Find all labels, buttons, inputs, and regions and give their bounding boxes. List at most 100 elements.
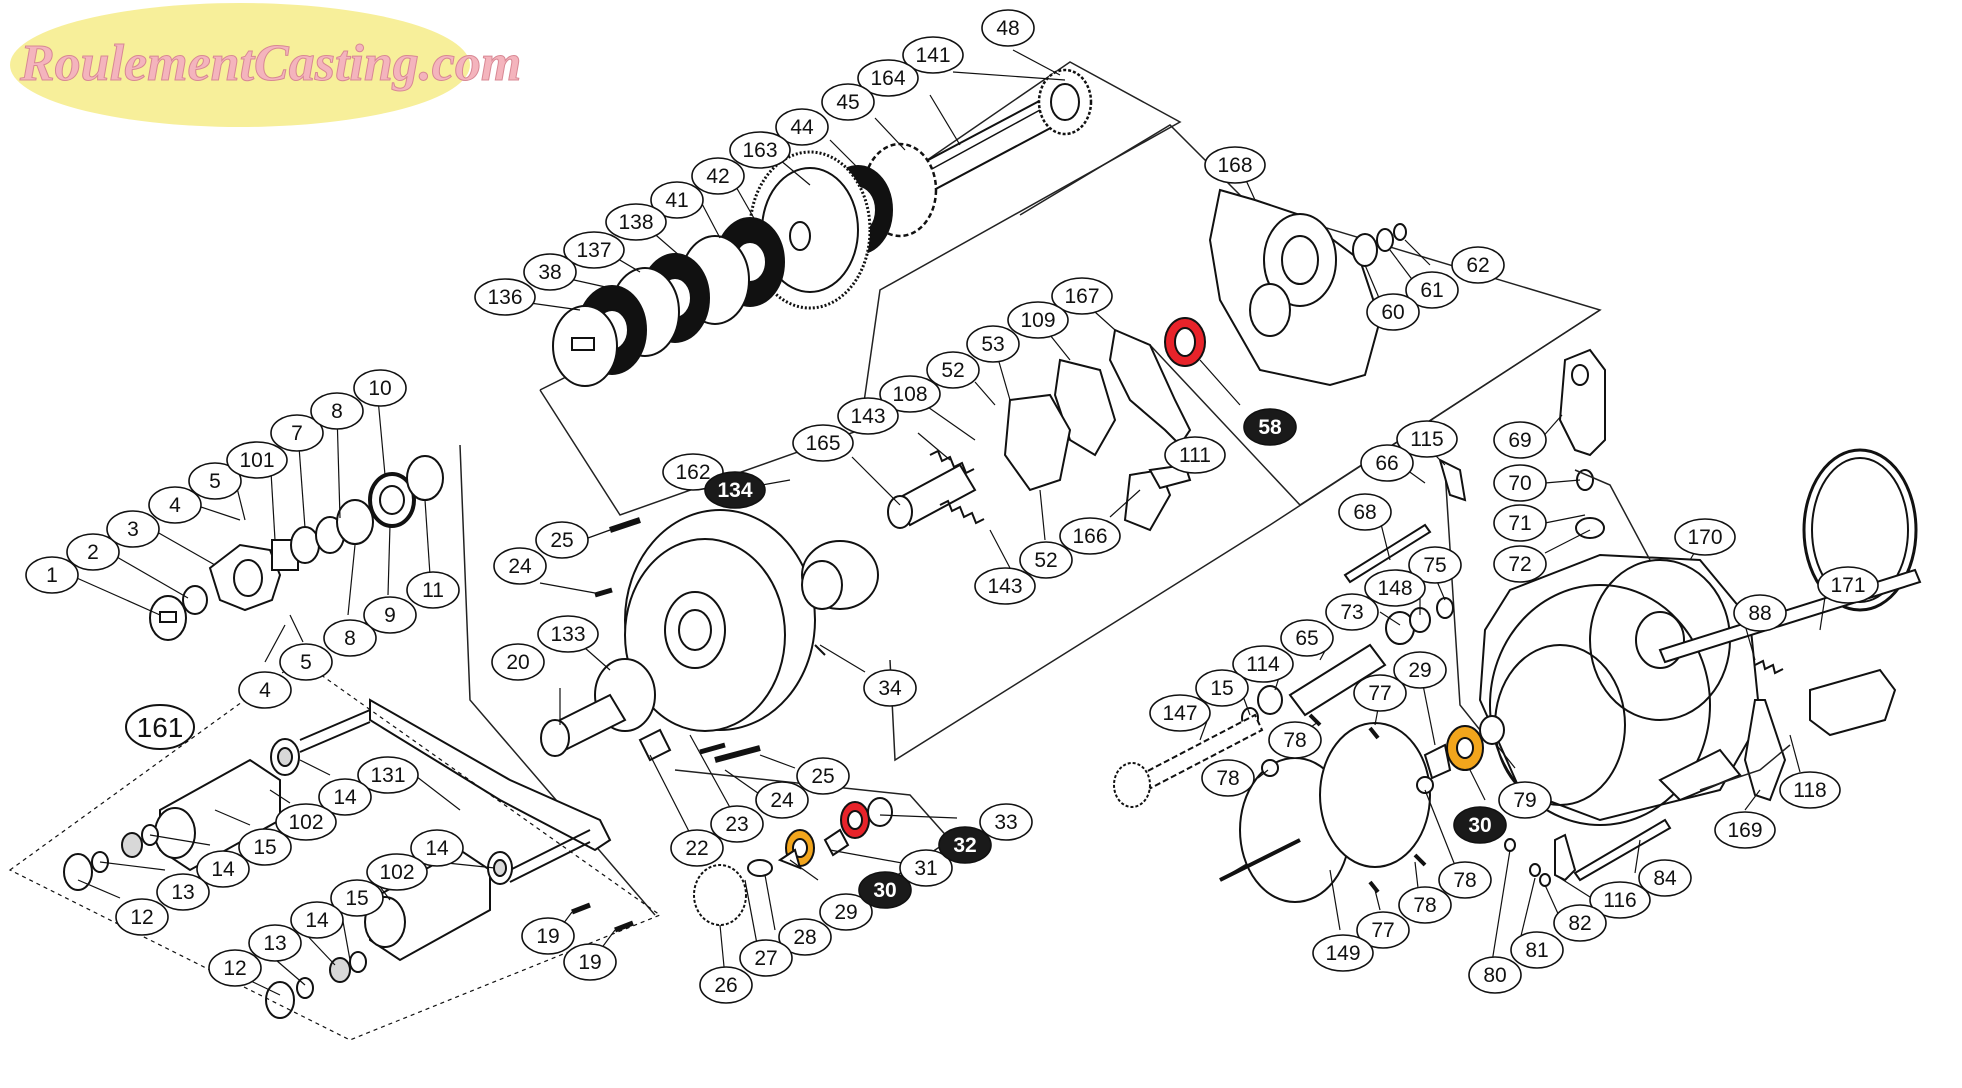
part-label-l2: 2 [66,533,120,571]
part-label-l65: 65 [1280,619,1334,657]
part-number: 42 [706,165,729,188]
part-number: 80 [1483,964,1506,987]
part-label-l169: 169 [1714,811,1776,849]
part-number: 84 [1653,867,1677,890]
part-number: 14 [305,909,329,932]
part-label-l81: 81 [1510,931,1564,969]
highlight-label-h30b: 30 [1453,806,1507,844]
part-number: 79 [1513,789,1536,812]
part-label-l77a: 77 [1353,674,1407,712]
part-number: 78 [1216,767,1239,790]
site-logo: RoulementCasting.com [10,3,522,127]
part-label-l26: 26 [699,966,753,1004]
part-number: 61 [1420,279,1443,302]
part-label-l13b: 13 [248,924,302,962]
part-label-l166: 166 [1059,517,1121,555]
part-number: 162 [675,461,710,484]
part-label-l147: 147 [1149,694,1211,732]
part-number: 33 [994,811,1017,834]
part-number: 147 [1162,702,1197,725]
part-number: 4 [169,494,181,517]
part-label-l114: 114 [1232,645,1294,683]
part-number: 60 [1381,301,1404,324]
part-label-l168: 168 [1204,146,1266,184]
part-number: 19 [578,951,601,974]
part-number: 163 [742,139,777,162]
part-number: 29 [1408,659,1431,682]
part-label-l34: 34 [863,669,917,707]
part-number: 14 [333,786,357,809]
part-number: 167 [1064,285,1099,308]
part-number: 14 [425,837,449,860]
part-number: 101 [239,449,274,472]
part-label-l44: 44 [775,108,829,146]
part-label-l25a: 25 [535,521,589,559]
part-number: 5 [300,651,312,674]
part-label-l80: 80 [1468,956,1522,994]
part-number: 169 [1727,819,1762,842]
part-label-l3: 3 [106,510,160,548]
part-number: 19 [536,925,559,948]
part-label-l69: 69 [1493,421,1547,459]
part-number: 41 [665,189,688,212]
part-label-l15c: 15 [1195,669,1249,707]
part-number: 143 [987,575,1022,598]
part-number: 13 [263,932,286,955]
part-number: 141 [915,44,950,67]
part-number: 7 [291,422,303,445]
part-label-l73: 73 [1325,593,1379,631]
part-label-l141: 141 [902,36,964,74]
part-label-l25b: 25 [796,757,850,795]
part-number: 52 [1034,549,1057,572]
part-label-l10: 10 [353,369,407,407]
group-label-161: 161 [125,704,195,750]
part-number: 115 [1410,428,1443,451]
part-number: 66 [1375,452,1398,475]
part-number: 25 [550,529,573,552]
part-number: 78 [1453,869,1476,892]
part-number: 22 [685,837,708,860]
part-label-l13a: 13 [156,873,210,911]
part-number: 65 [1295,627,1318,650]
part-number: 116 [1603,889,1636,912]
part-label-l71: 71 [1493,504,1547,542]
part-label-l28: 28 [778,918,832,956]
part-number: 70 [1508,472,1531,495]
part-label-l75: 75 [1408,546,1462,584]
side-plate-assembly [887,124,1602,532]
part-label-l11: 11 [406,571,460,609]
part-label-l27: 27 [739,939,793,977]
part-label-l170: 170 [1674,518,1736,556]
part-label-l14c: 14 [410,829,464,867]
part-label-l15a: 15 [238,828,292,866]
part-number: 75 [1423,554,1446,577]
part-number: 8 [331,400,343,423]
group-number: 161 [137,712,184,743]
part-label-l1: 1 [25,556,79,594]
part-number: 111 [1179,444,1211,467]
part-label-l109: 109 [1007,301,1069,339]
part-label-l70: 70 [1493,464,1547,502]
part-label-l24b: 24 [755,781,809,819]
part-number: 136 [487,286,522,309]
part-label-l8b: 8 [323,619,377,657]
part-number: 69 [1508,429,1531,452]
part-number: 149 [1325,942,1360,965]
part-label-l8a: 8 [310,392,364,430]
part-label-l78d: 78 [1398,886,1452,924]
part-number: 62 [1466,254,1489,277]
part-label-l149: 149 [1312,934,1374,972]
part-label-l72: 72 [1493,545,1547,583]
part-label-l171: 171 [1817,566,1879,604]
part-label-l88: 88 [1733,594,1787,632]
part-number: 108 [892,383,927,406]
part-label-l78a: 78 [1268,721,1322,759]
part-label-l60: 60 [1366,293,1420,331]
part-label-l165: 165 [792,424,854,462]
part-number: 23 [725,813,748,836]
part-number: 73 [1340,601,1363,624]
part-number: 133 [550,623,585,646]
part-label-l111: 111 [1164,436,1226,474]
part-label-l101: 101 [226,441,288,479]
part-label-l163: 163 [729,131,791,169]
